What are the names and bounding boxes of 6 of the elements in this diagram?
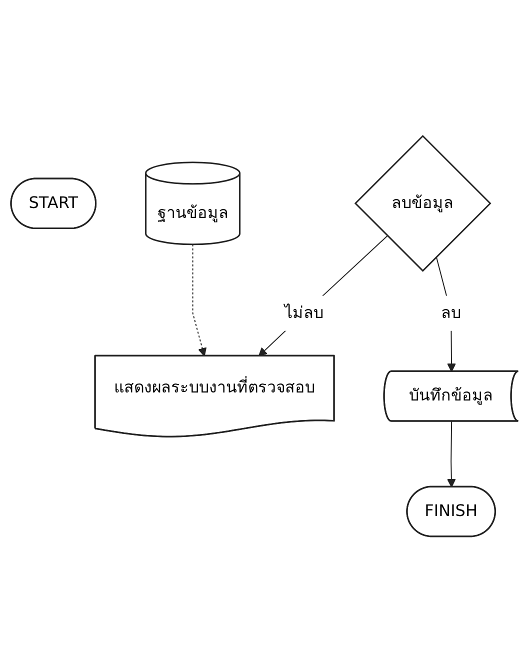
arrow [258,235,388,356]
edge-label: ไม่ลบ [284,302,324,322]
node-diamond: ลบข้อมูล [354,134,492,272]
arrow [192,244,206,356]
arrow [446,420,456,488]
edge-label: ลบ [441,302,461,322]
